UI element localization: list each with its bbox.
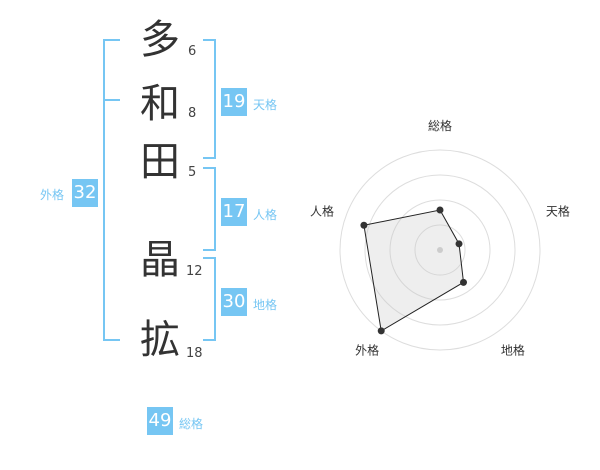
tenkaku-label: 天格: [253, 98, 278, 112]
chikaku-label: 地格: [253, 298, 278, 312]
jinkaku-value: 17: [221, 198, 247, 226]
gaikaku-value: 32: [72, 179, 98, 207]
radar-point-3: [460, 278, 468, 286]
radar-axis-label-5: 人格: [310, 204, 334, 219]
radar-center-dot: [437, 247, 443, 253]
radar-point-2: [455, 240, 463, 248]
stroke-count-4: 12: [186, 264, 203, 279]
gaikaku-label: 外格: [40, 188, 65, 202]
stroke-count-1: 6: [188, 44, 197, 59]
radar-series-area: [363, 209, 465, 332]
name-char-3: 田: [140, 139, 180, 185]
radar-grid-ring: [339, 149, 541, 351]
tenkaku-value: 19: [221, 88, 247, 116]
jinkaku-label: 人格: [253, 208, 278, 222]
name-char-2: 和: [140, 81, 180, 127]
radar-grid-ring: [389, 199, 491, 301]
soukaku-label: 総格: [179, 417, 204, 431]
radar-grid: [339, 149, 541, 351]
radar-axis-label-1: 総格: [428, 118, 452, 133]
radar-axis-label-2: 天格: [546, 204, 570, 219]
stroke-count-3: 5: [188, 165, 197, 180]
radar-point-4: [377, 327, 385, 335]
soukaku-value: 49: [147, 407, 173, 435]
chikaku-bracket: [203, 257, 216, 341]
radar-point-1: [436, 206, 444, 214]
jinkaku-bracket: [203, 167, 216, 251]
radar-points: [360, 206, 468, 335]
name-char-5: 拡: [140, 317, 180, 363]
tenkaku-bracket: [203, 39, 216, 159]
radar-grid-ring: [414, 224, 466, 276]
gaikaku-bracket: [103, 39, 120, 341]
radar-axis-label-3: 地格: [501, 342, 525, 357]
name-char-1: 多: [140, 17, 180, 63]
stroke-count-5: 18: [186, 346, 203, 361]
radar-point-5: [360, 221, 368, 229]
chikaku-value: 30: [221, 288, 247, 316]
stroke-count-2: 8: [188, 106, 197, 121]
name-char-4: 晶: [140, 237, 180, 283]
radar-grid-ring: [364, 174, 516, 326]
radar-axis-label-4: 外格: [355, 342, 379, 357]
